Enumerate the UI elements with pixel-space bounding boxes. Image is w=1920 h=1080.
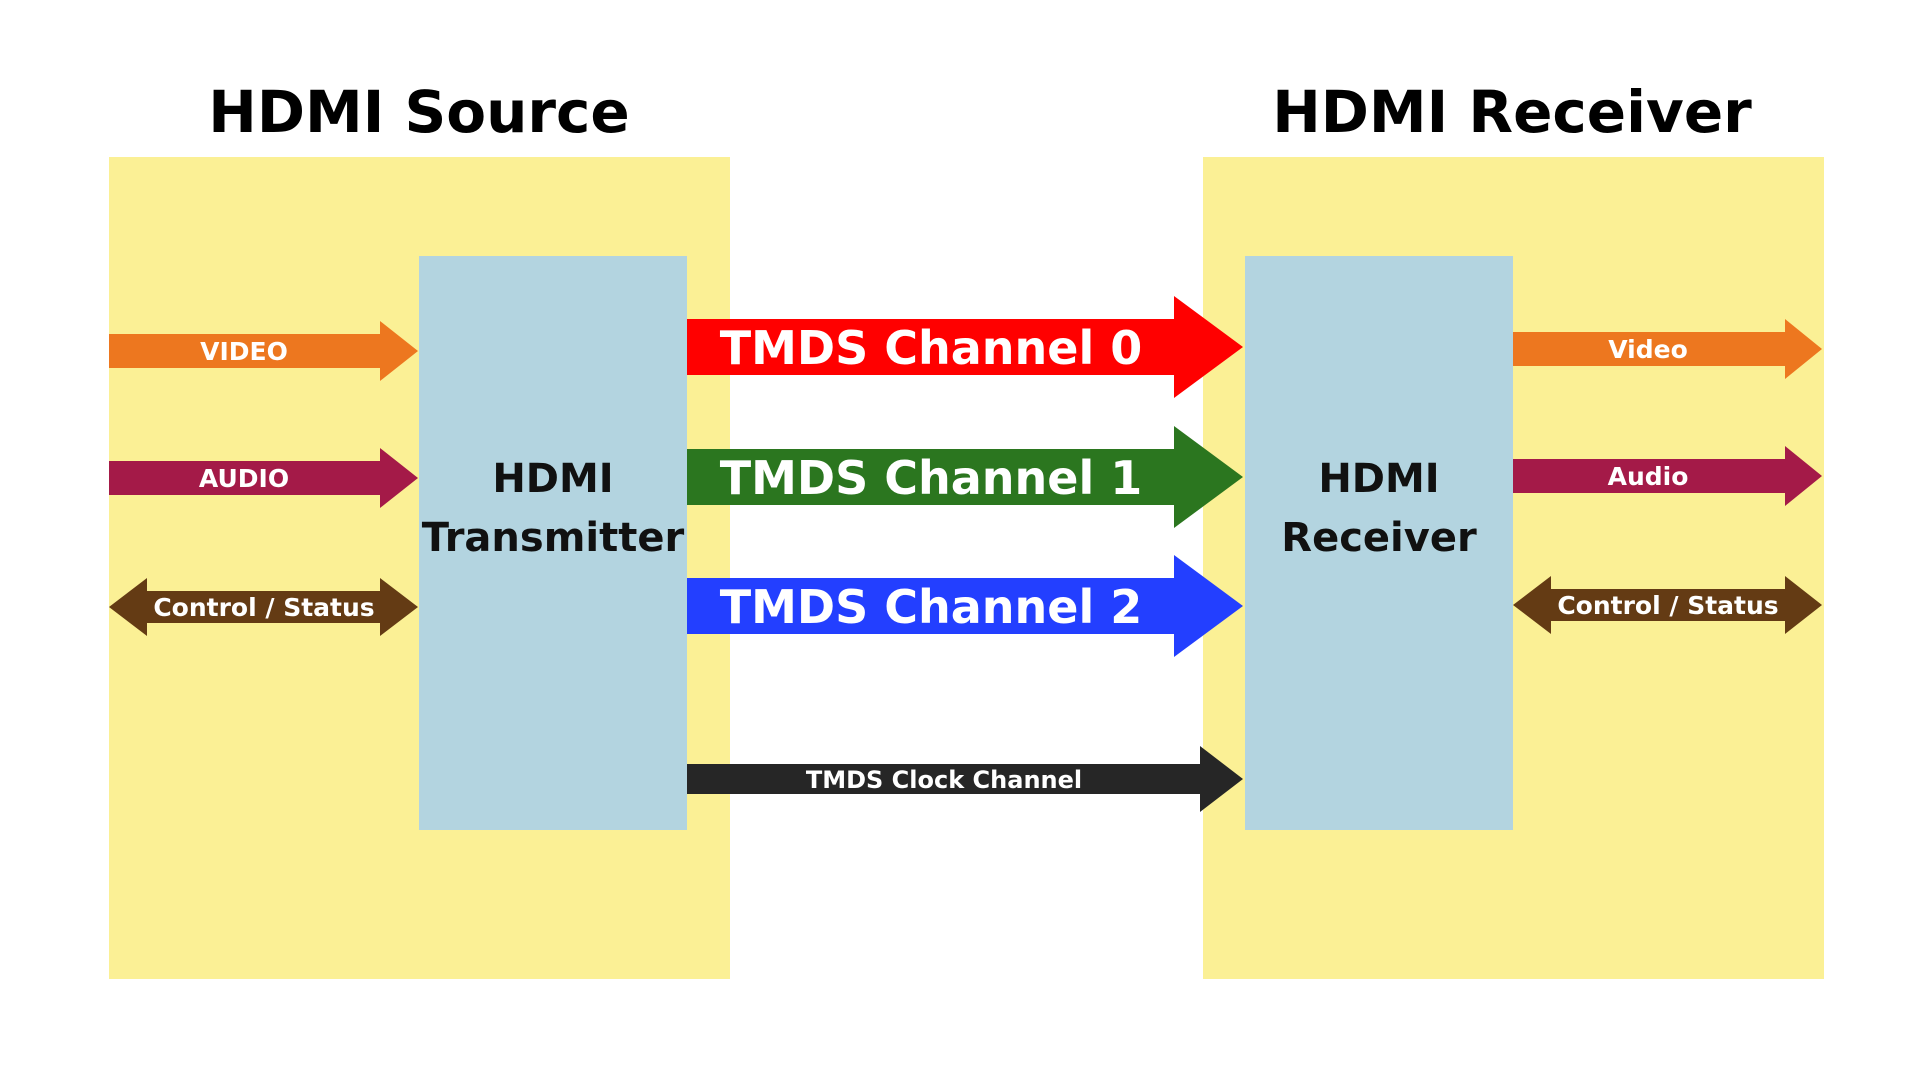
- transmitter-label-line2: Transmitter: [422, 515, 685, 561]
- tmds-clock-channel-label: TMDS Clock Channel: [806, 766, 1082, 794]
- tmds-channel-0-arrow: [687, 296, 1243, 398]
- tmds-channel-2-label: TMDS Channel 2: [720, 580, 1143, 634]
- audio-output-arrow: [1513, 446, 1822, 506]
- audio-input-label: AUDIO: [199, 464, 289, 493]
- video-output-arrow: [1513, 319, 1822, 379]
- control-status-source-label: Control / Status: [153, 593, 374, 622]
- tmds-channel-1-arrow: [687, 426, 1243, 528]
- receiver-block: [1245, 256, 1513, 830]
- transmitter-label-line1: HDMI: [492, 456, 613, 502]
- tmds-channel-1-label: TMDS Channel 1: [720, 451, 1143, 505]
- video-input-arrow: [109, 321, 418, 381]
- video-input-label: VIDEO: [200, 337, 288, 366]
- audio-output-label: Audio: [1608, 462, 1689, 491]
- receiver-label-line1: HDMI: [1318, 456, 1439, 502]
- tmds-channel-2-arrow: [687, 555, 1243, 657]
- tmds-channel-0-label: TMDS Channel 0: [720, 321, 1143, 375]
- control-status-source-arrow: [109, 578, 418, 636]
- source-title: HDMI Source: [208, 78, 629, 146]
- control-status-receiver-arrow: [1513, 576, 1822, 634]
- receiver-title: HDMI Receiver: [1272, 78, 1752, 146]
- audio-input-arrow: [109, 448, 418, 508]
- receiver-label-line2: Receiver: [1281, 515, 1477, 561]
- tmds-clock-channel-arrow: [687, 746, 1243, 812]
- control-status-receiver-label: Control / Status: [1557, 591, 1778, 620]
- video-output-label: Video: [1608, 335, 1688, 364]
- transmitter-block: [419, 256, 687, 830]
